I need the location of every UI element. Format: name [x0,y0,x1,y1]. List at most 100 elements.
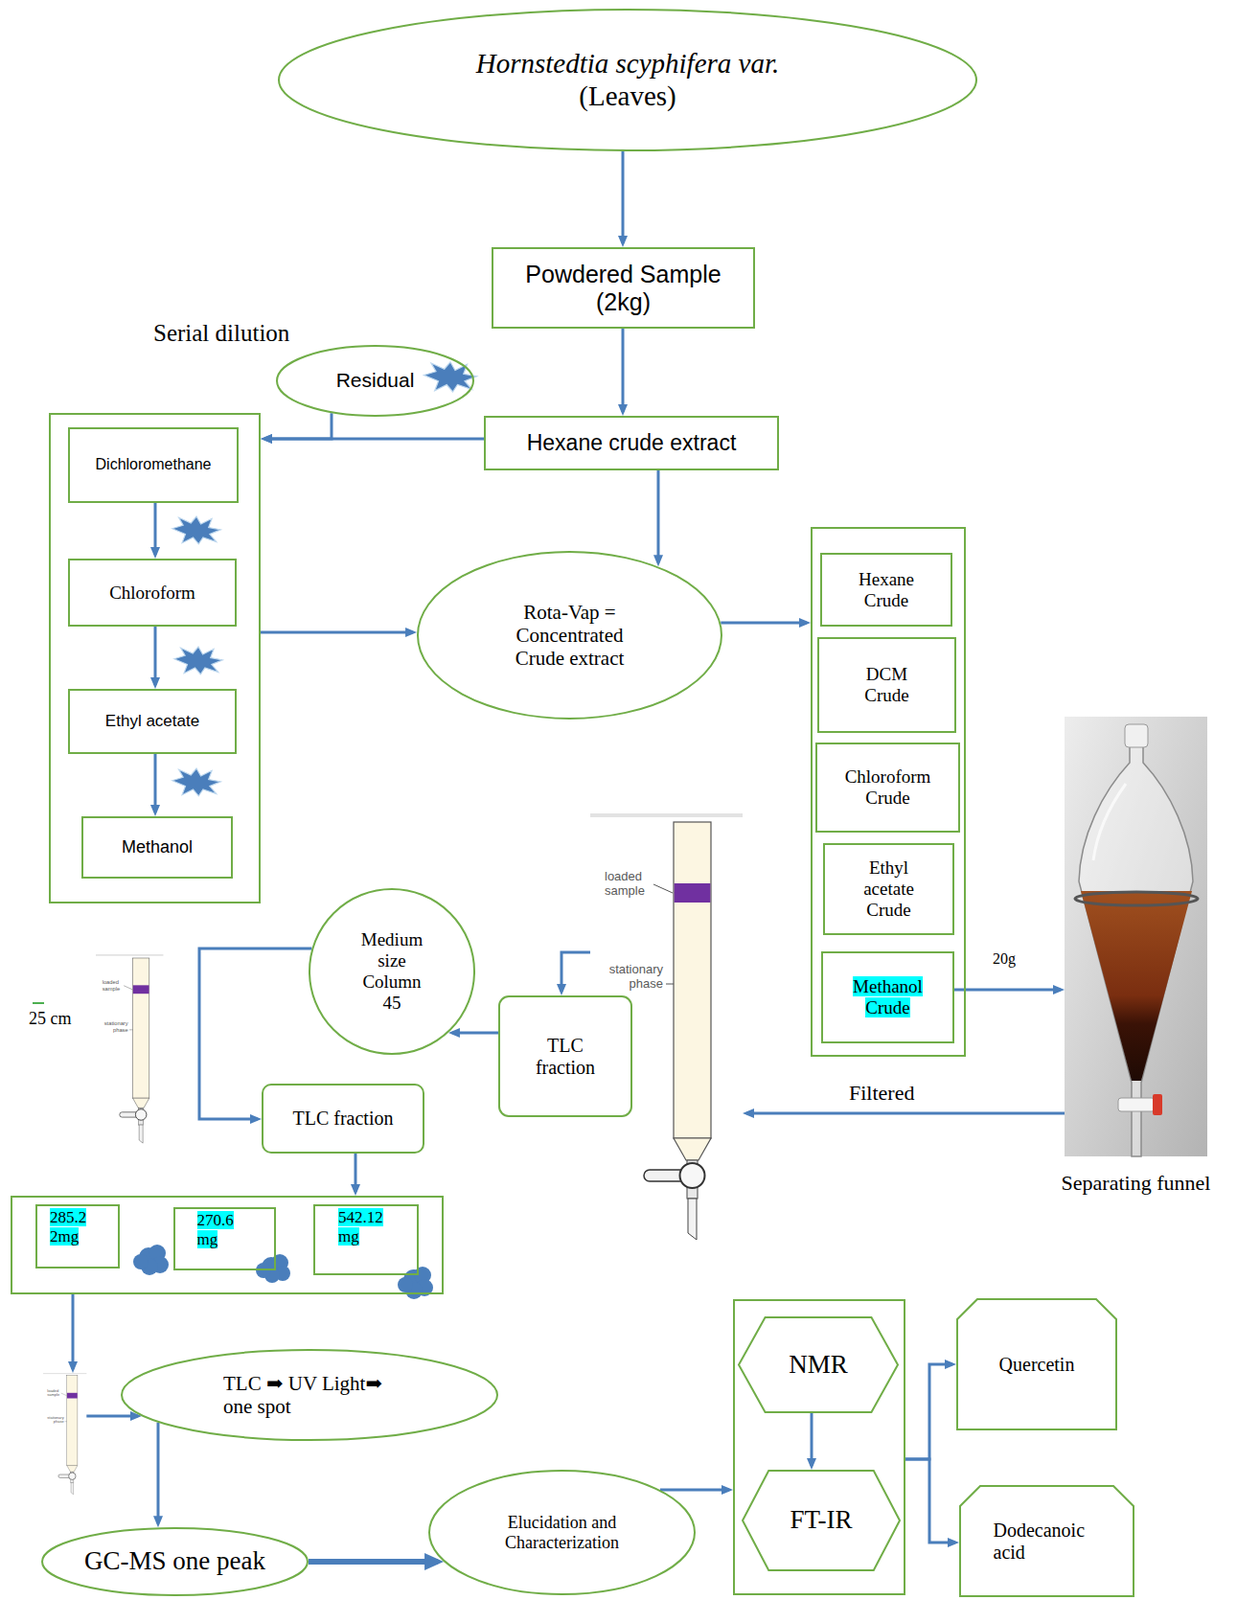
part-label: stationary phase [41,1416,65,1425]
node-text: TLC ➡ UV Light➡ one spot [223,1372,396,1419]
funnel-glass [1078,745,1193,1157]
snipped-box-border [960,1486,1134,1597]
crude-box: DCM Crude [817,637,957,734]
part-label: stationary phase [95,1020,129,1033]
box-border [821,553,952,626]
box-border [68,689,236,754]
annotation-label: Serial dilution [153,320,290,348]
method-hexagon: FT-IR [741,1469,901,1572]
box-border [11,1196,443,1294]
clamp-ring [1075,892,1198,906]
node-text: Hornstedtia scyphifera var. [476,47,780,80]
node-text: Rota-Vap = Concentrated Crude extract [498,600,642,670]
sample-band [67,1393,78,1399]
column-taper [67,1466,78,1473]
blob-symbol [133,1244,169,1276]
flow-arrow [746,1112,1065,1116]
flow-arrow [308,1558,438,1565]
process-box: Hexane crude extract [483,415,779,471]
edge-label-holder: Filtered [847,1080,917,1105]
stopcock-valve [68,1472,76,1480]
solvent-box: Dichloromethane [68,427,239,504]
highlighted-text: 270.6 mg [197,1211,234,1249]
part-label: stationary phase [592,962,664,992]
flow-arrow [905,1459,956,1543]
process-box: Powdered Sample (2kg) [491,247,756,329]
chromatography-column: loaded sample stationary phase [95,954,163,1144]
dimension-label: 25 cm [28,1008,72,1030]
funnel-liquid [1080,891,1192,1081]
flow-arrow [154,503,158,555]
ellipse-border [42,1528,308,1596]
fraction-box: TLC fraction [261,1083,425,1154]
free-label-holder: Serial dilution [153,320,290,348]
part-label: loaded sample [46,1389,65,1398]
column-top-strip [43,1373,87,1375]
blob-part [133,1254,149,1270]
box-border [484,416,779,470]
column-circle: Medium size Column 45 [308,888,476,1055]
ellipse-border [121,1350,498,1441]
column-tip [687,1198,697,1240]
group-outline [48,412,261,904]
source-ellipse: Hornstedtia scyphifera var.(Leaves) [277,8,978,152]
flow-arrow [354,1153,358,1192]
column-tip [70,1483,74,1495]
highlighted-text: 542.12 mg [338,1208,384,1246]
blob-part [255,1262,272,1279]
column-top-strip [95,954,163,957]
box-border [68,428,238,503]
crude-group: Hexane CrudeDCM CrudeChloroform CrudeEth… [810,526,966,1057]
stopcock-body [1118,1098,1155,1112]
node-text: TLC fraction [525,1034,606,1079]
yield-box: 270.6 mg [173,1207,276,1271]
flow-arrow [621,151,625,244]
fraction-box: TLC fraction [498,995,633,1118]
box-border [824,844,954,935]
sample-band [674,883,711,903]
node-text: Methanol [121,837,193,858]
node-text: Ethyl acetate [105,711,200,732]
leader-line [129,1029,134,1031]
leader-line [123,985,133,990]
separating-funnel: Separating funnel [1064,716,1208,1157]
node-text: Dichloromethane [95,456,212,474]
burst-symbol [172,516,222,545]
ellipse-border [276,345,474,416]
solvent-box: Ethyl acetate [68,688,237,755]
box-border [499,996,632,1117]
node-text: Chloroform Crude [842,766,935,809]
part-label: loaded sample [102,979,127,992]
node-text: Chloroform [109,582,196,604]
snip-outline [959,1485,1135,1598]
box-border [816,743,960,832]
part-label: loaded sample [604,870,657,899]
burst-symbol [172,768,222,797]
residue-ellipse: Residual [275,344,475,417]
flow-arrow [905,1364,953,1460]
yield-group: 285.2 2mg 270.6 mg 542.12 mg [10,1195,444,1295]
highlighted-text: 285.2 2mg [49,1208,87,1246]
column-taper [673,1138,711,1161]
flow-arrow [199,948,312,1120]
hexagon-border [742,1470,900,1571]
box-border [68,559,236,626]
flow-arrow [157,1422,161,1525]
box-border [262,1084,424,1153]
column-tip [138,1124,143,1144]
node-text: Residual [336,368,415,392]
leader-line [653,884,673,894]
highlight-line: 285.2 2mg [49,1208,106,1246]
flow-arrow [810,1413,814,1467]
compound-box: Quercetin [956,1298,1118,1431]
solvent-box: Chloroform [68,558,237,627]
column-taper [133,1098,150,1108]
funnel-outline [1064,716,1208,1157]
flow-arrow [621,328,625,413]
ellipse-border [429,1470,695,1595]
process-ellipse: Rota-Vap = Concentrated Crude extract [416,550,723,720]
flow-arrow [86,1415,138,1419]
crude-box: Methanol Crude [821,951,955,1044]
